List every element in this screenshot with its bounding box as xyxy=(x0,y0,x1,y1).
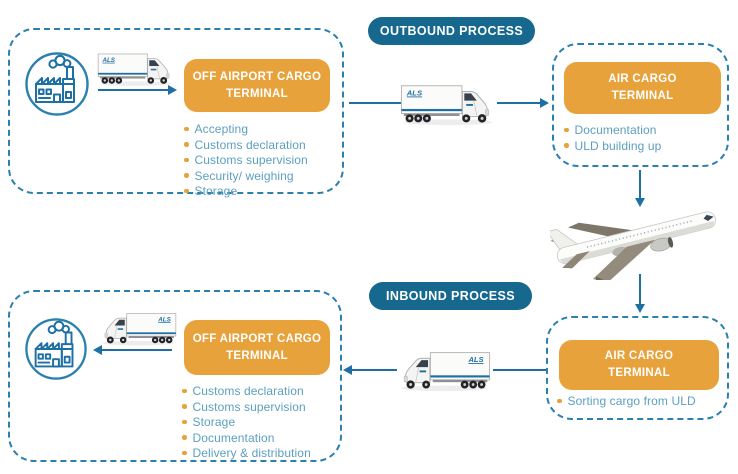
process-step: Documentation xyxy=(182,431,311,447)
process-step: ULD building up xyxy=(564,139,662,155)
arrow-to-air-cargo-icon xyxy=(540,97,549,108)
factory-icon xyxy=(25,52,89,116)
arrow-to-inbound-terminal-icon xyxy=(634,304,645,313)
outbound-air-cargo-group: AIR CARGO TERMINAL Documentation ULD bui… xyxy=(552,43,729,167)
flow-line xyxy=(493,369,546,371)
arrow-factory-to-terminal-icon xyxy=(168,84,177,95)
flow-line xyxy=(497,102,540,104)
outbound-off-airport-terminal-box: OFF AIRPORT CARGO TERMINAL xyxy=(184,59,330,112)
outbound-air-cargo-steps: Documentation ULD building up xyxy=(564,123,662,155)
outbound-origin-group: ALS OFF AIRPORT CARGO TERMINAL Accepting… xyxy=(8,28,344,198)
outbound-off-airport-steps: Accepting Customs declaration Customs su… xyxy=(184,122,308,200)
inbound-air-cargo-group: AIR CARGO TERMINAL Sorting cargo from UL… xyxy=(546,316,729,420)
outbound-process-header: OUTBOUND PROCESS xyxy=(368,17,535,45)
truck-logo: ALS xyxy=(157,316,171,323)
process-step: Storage xyxy=(184,184,308,200)
process-step: Security/ weighing xyxy=(184,169,308,185)
inbound-air-cargo-steps: Sorting cargo from ULD xyxy=(557,394,696,410)
inbound-off-airport-steps: Customs declaration Customs supervision … xyxy=(182,384,311,462)
truck-icon: ALS xyxy=(400,85,493,126)
flow-line xyxy=(639,274,641,304)
flow-line xyxy=(98,89,170,91)
process-step: Customs supervision xyxy=(182,400,311,416)
terminal-title: OFF AIRPORT CARGO TERMINAL xyxy=(192,70,322,100)
terminal-title: AIR CARGO TERMINAL xyxy=(604,350,674,379)
truck-logo: ALS xyxy=(406,88,423,97)
process-step: Customs declaration xyxy=(182,384,311,400)
truck-icon: ALS xyxy=(97,53,173,87)
process-step: Accepting xyxy=(184,122,308,138)
terminal-title: OFF AIRPORT CARGO TERMINAL xyxy=(192,332,322,362)
process-step: Customs declaration xyxy=(184,138,308,154)
arrow-to-plane-icon xyxy=(634,198,645,207)
flow-line xyxy=(352,369,397,371)
inbound-process-header: INBOUND PROCESS xyxy=(369,282,532,310)
truck-logo: ALS xyxy=(101,57,115,64)
arrow-terminal-to-factory-icon xyxy=(93,344,102,355)
terminal-title: AIR CARGO TERMINAL xyxy=(608,73,677,102)
flow-line xyxy=(102,349,172,351)
truck-logo: ALS xyxy=(467,355,483,364)
airplane-icon xyxy=(550,196,725,280)
process-step: Storage xyxy=(182,415,311,431)
process-step: Sorting cargo from ULD xyxy=(557,394,696,410)
truck-icon: ALS xyxy=(400,352,491,392)
arrow-to-off-airport-icon xyxy=(343,364,352,375)
outbound-air-cargo-terminal-box: AIR CARGO TERMINAL xyxy=(564,62,721,114)
inbound-air-cargo-terminal-box: AIR CARGO TERMINAL xyxy=(559,340,719,390)
process-step: Customs supervision xyxy=(184,153,308,169)
process-step: Documentation xyxy=(564,123,661,139)
inbound-destination-group: ALS OFF AIRPORT CARGO TERMINAL Customs d… xyxy=(8,290,342,462)
truck-icon: ALS xyxy=(101,313,177,346)
flow-line xyxy=(639,170,641,198)
flow-line xyxy=(349,102,401,104)
factory-icon xyxy=(25,318,87,380)
process-step: Delivery & distribution xyxy=(182,446,311,462)
inbound-off-airport-terminal-box: OFF AIRPORT CARGO TERMINAL xyxy=(184,320,330,375)
